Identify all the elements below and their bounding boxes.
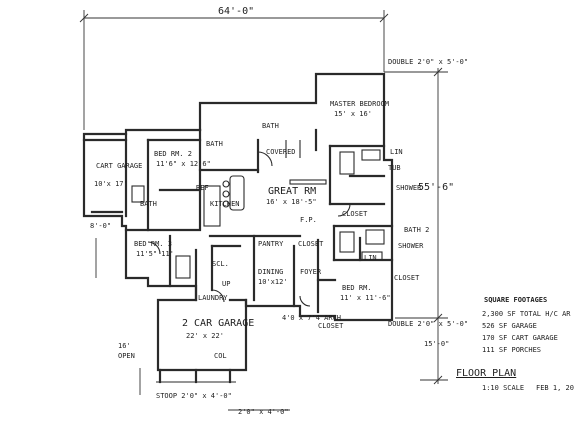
sqft-line-4: 111 SF PORCHES bbox=[482, 346, 542, 354]
dining-label: DINING bbox=[258, 268, 284, 276]
kitchen-label: KITCHEN bbox=[210, 200, 240, 208]
garage-size: 22' x 22' bbox=[186, 332, 224, 340]
shower-label-1: SHOWER bbox=[396, 184, 422, 192]
scl-label: SCL. bbox=[212, 260, 229, 268]
date-label: FEB 1, 20 bbox=[536, 384, 574, 392]
sqft-line-3: 170 SF CART GARAGE bbox=[482, 334, 558, 342]
closet-2-label: CLOSET bbox=[298, 240, 324, 248]
stoop-dim: 2'0" x 4'-0" bbox=[238, 408, 289, 416]
ref-label: REF bbox=[196, 184, 209, 192]
bedroom-2-label: BED RM. 2 bbox=[154, 150, 192, 158]
closet-master-label: CLOSET bbox=[342, 210, 368, 218]
pantry-label: PANTRY bbox=[258, 240, 284, 248]
top-dimension-line bbox=[79, 10, 389, 130]
carport-dimension bbox=[95, 238, 290, 411]
stoop-dim-2: STOOP 2'0" x 4'-0" bbox=[156, 392, 232, 400]
great-room-size: 16' x 18'-5" bbox=[266, 198, 317, 206]
right-dimension-line bbox=[384, 67, 448, 385]
bedroom-4-label: BED RM. bbox=[342, 284, 372, 292]
overall-depth-dim: 55'-6" bbox=[418, 182, 455, 193]
door-swings bbox=[147, 140, 351, 307]
master-bedroom-size: 15' x 16' bbox=[334, 110, 372, 118]
floor-plan-title: FLOOR PLAN bbox=[456, 368, 517, 379]
laundry-label: LAUNDRY bbox=[198, 294, 228, 302]
double-sill-bottom: DOUBLE 2'0" x 5'-0" bbox=[388, 320, 469, 328]
side-dim: 16' bbox=[118, 342, 131, 350]
bath-2-label: BATH 2 bbox=[404, 226, 430, 234]
cart-garage-label: CART GARAGE bbox=[96, 162, 143, 170]
bedroom-3-size: 11'5" 11' bbox=[136, 250, 174, 258]
lin-label: LIN bbox=[390, 148, 403, 156]
master-bedroom-label: MASTER BEDROOM bbox=[330, 100, 390, 108]
exterior-walls bbox=[82, 72, 394, 372]
lin-2-label: LIN bbox=[364, 254, 377, 262]
cart-garage-size: 10'x 17' bbox=[94, 180, 128, 188]
fixtures bbox=[131, 149, 385, 279]
closet-3-label: CLOSET bbox=[394, 274, 420, 282]
lower-right-dim: 15'-0" bbox=[424, 340, 450, 348]
up-label: UP bbox=[222, 280, 231, 288]
bedroom-4-size: 11' x 11'-6" bbox=[340, 294, 391, 302]
sqft-line-2: 526 SF GARAGE bbox=[482, 322, 537, 330]
bedroom-3-label: BED RM. 3 bbox=[134, 240, 172, 248]
bath-label-left: BATH bbox=[140, 200, 157, 208]
fireplace-label: F.P. bbox=[300, 216, 317, 224]
dining-size: 10'x12' bbox=[258, 278, 288, 286]
foyer-label: FOYER bbox=[300, 268, 322, 276]
great-room-label: GREAT RM bbox=[268, 186, 317, 197]
side-open: OPEN bbox=[118, 352, 135, 360]
overall-width-dim: 64'-0" bbox=[218, 6, 255, 17]
arch-label: 4'0 x 7'4 ARCH bbox=[282, 314, 342, 322]
bath-label-top: BATH bbox=[262, 122, 279, 130]
porch-columns bbox=[156, 368, 236, 384]
square-footages-title: SQUARE FOOTAGES bbox=[484, 296, 548, 304]
shower-label-2: SHOWER bbox=[398, 242, 424, 250]
col-label: COL bbox=[214, 352, 227, 360]
left-dim: 8'-0" bbox=[90, 222, 112, 230]
double-sill-top: DOUBLE 2'0" x 5'-0" bbox=[388, 58, 469, 66]
bedroom-2-size: 11'6" x 12'6" bbox=[156, 160, 211, 168]
scale-label: 1:10 SCALE bbox=[482, 384, 525, 392]
interior-walls bbox=[124, 128, 394, 314]
covered-label: COVERED bbox=[266, 148, 296, 156]
bath-label-kitchen: BATH bbox=[206, 140, 223, 148]
tub-label: TUB bbox=[388, 164, 401, 172]
closet-entry-label: CLOSET bbox=[318, 322, 344, 330]
garage-label: 2 CAR GARAGE bbox=[182, 318, 255, 329]
sqft-line-1: 2,300 SF TOTAL H/C AR bbox=[482, 310, 571, 318]
